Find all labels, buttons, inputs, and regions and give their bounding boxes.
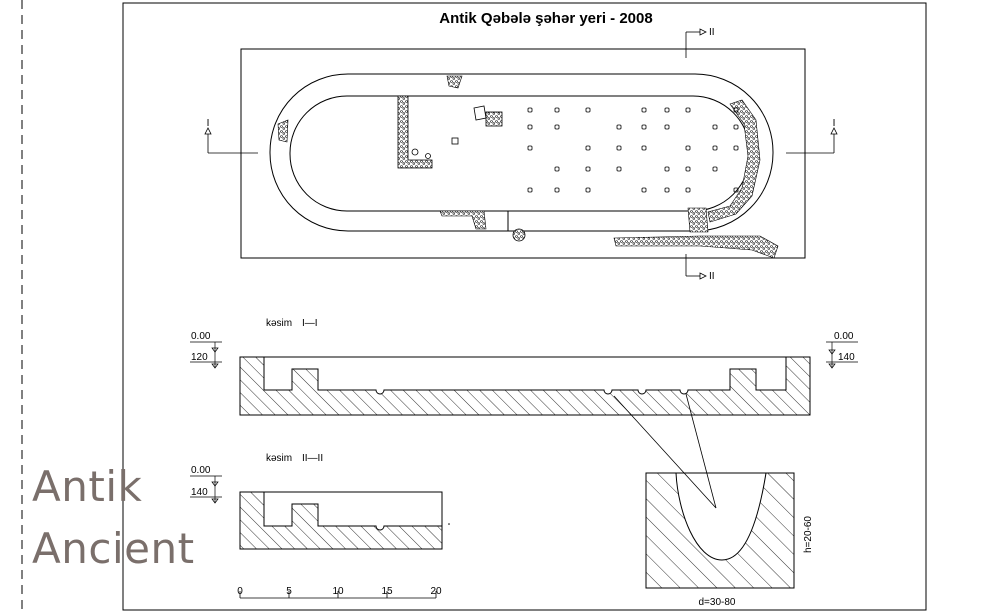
sheet-frame — [122, 2, 927, 611]
watermark-line-2: Ancient — [32, 524, 195, 573]
building-outer-outline — [269, 73, 774, 232]
external-rubble-wall — [613, 235, 779, 259]
post-hole — [733, 145, 739, 151]
svg-text:120: 120 — [191, 352, 208, 363]
svg-text:0.00: 0.00 — [191, 331, 211, 342]
feature-pit — [451, 137, 459, 145]
detail-profile — [645, 472, 795, 589]
scale-tick-label: 5 — [286, 586, 292, 597]
post-hole — [641, 145, 647, 151]
post-hole — [712, 145, 718, 151]
section-2-label-prefix: kəsim — [266, 453, 292, 464]
scale-bar: 0 5 10 15 20 — [237, 586, 442, 599]
post-hole — [685, 145, 691, 151]
building-inner-outline — [289, 95, 751, 212]
post-hole — [585, 107, 591, 113]
section-1-profile — [239, 356, 811, 416]
post-hole — [616, 124, 622, 130]
internal-wall — [397, 95, 433, 169]
section-1: kəsim I—I 0.00 120 0.00 140 — [190, 318, 858, 509]
svg-text:0.00: 0.00 — [834, 331, 854, 342]
feature-pit — [473, 105, 487, 121]
feature-square — [485, 111, 503, 127]
rubble-fragment — [439, 210, 487, 230]
post-hole — [527, 187, 533, 193]
post-hole — [554, 124, 560, 130]
svg-text:I: I — [833, 118, 836, 129]
svg-text:II: II — [709, 271, 715, 282]
post-hole — [641, 107, 647, 113]
post-hole — [733, 124, 739, 130]
scale-tick-label: 15 — [381, 586, 393, 597]
scale-tick-label: 0 — [237, 586, 243, 597]
rubble-fragment — [446, 75, 463, 89]
post-hole — [554, 166, 560, 172]
site-plan: I I II II — [204, 27, 838, 282]
svg-text:140: 140 — [838, 352, 855, 363]
section-2-profile — [239, 491, 443, 550]
scale-tick-label: 20 — [430, 586, 442, 597]
post-hole — [685, 166, 691, 172]
post-hole — [664, 187, 670, 193]
post-hole — [585, 145, 591, 151]
feature-pit — [411, 148, 419, 156]
post-hole — [664, 107, 670, 113]
section-marker-right: I — [786, 118, 838, 154]
post-holes — [527, 107, 739, 193]
post-hole — [641, 124, 647, 130]
post-hole — [527, 145, 533, 151]
rubble-fragment — [277, 119, 289, 143]
drawing-title: Antik Qəbələ şəhər yeri - 2008 — [439, 10, 652, 27]
section-1-label-roman: I—I — [302, 318, 318, 329]
post-hole — [733, 107, 739, 113]
plan-frame — [240, 48, 806, 259]
section-marker-top: II — [685, 27, 715, 58]
rubble-fragment — [687, 207, 709, 233]
svg-text:0.00: 0.00 — [191, 465, 211, 476]
post-hole — [554, 187, 560, 193]
post-hole — [685, 107, 691, 113]
section-2-label-roman: II—II — [302, 453, 323, 464]
post-hole — [554, 107, 560, 113]
section-marker-bottom: II — [685, 254, 715, 282]
section-1-label-prefix: kəsim — [266, 318, 292, 329]
svg-text:I: I — [207, 118, 210, 129]
post-hole — [712, 166, 718, 172]
post-hole-detail: h=20-60 d=30-80 — [645, 472, 814, 608]
post-hole — [585, 187, 591, 193]
post-hole — [527, 107, 533, 113]
post-hole — [664, 166, 670, 172]
feature-pit — [425, 153, 431, 159]
post-hole — [616, 145, 622, 151]
post-hole — [712, 124, 718, 130]
post-hole — [585, 166, 591, 172]
section-marker-left: I — [204, 118, 258, 154]
watermark-line-1: Antik — [32, 462, 143, 511]
section-2: kəsim II—II 0.00 140 — [190, 453, 450, 550]
post-hole — [616, 166, 622, 172]
svg-text:II: II — [709, 27, 715, 38]
detail-diameter-label: d=30-80 — [699, 597, 736, 608]
detail-height-label: h=20-60 — [803, 516, 814, 553]
post-hole — [733, 187, 739, 193]
scale-tick-label: 10 — [332, 586, 344, 597]
post-hole — [641, 187, 647, 193]
svg-text:140: 140 — [191, 487, 208, 498]
rubble-fragment — [707, 99, 761, 223]
feature-pit — [512, 228, 526, 242]
post-hole — [527, 124, 533, 130]
post-hole — [664, 124, 670, 130]
post-hole — [685, 187, 691, 193]
